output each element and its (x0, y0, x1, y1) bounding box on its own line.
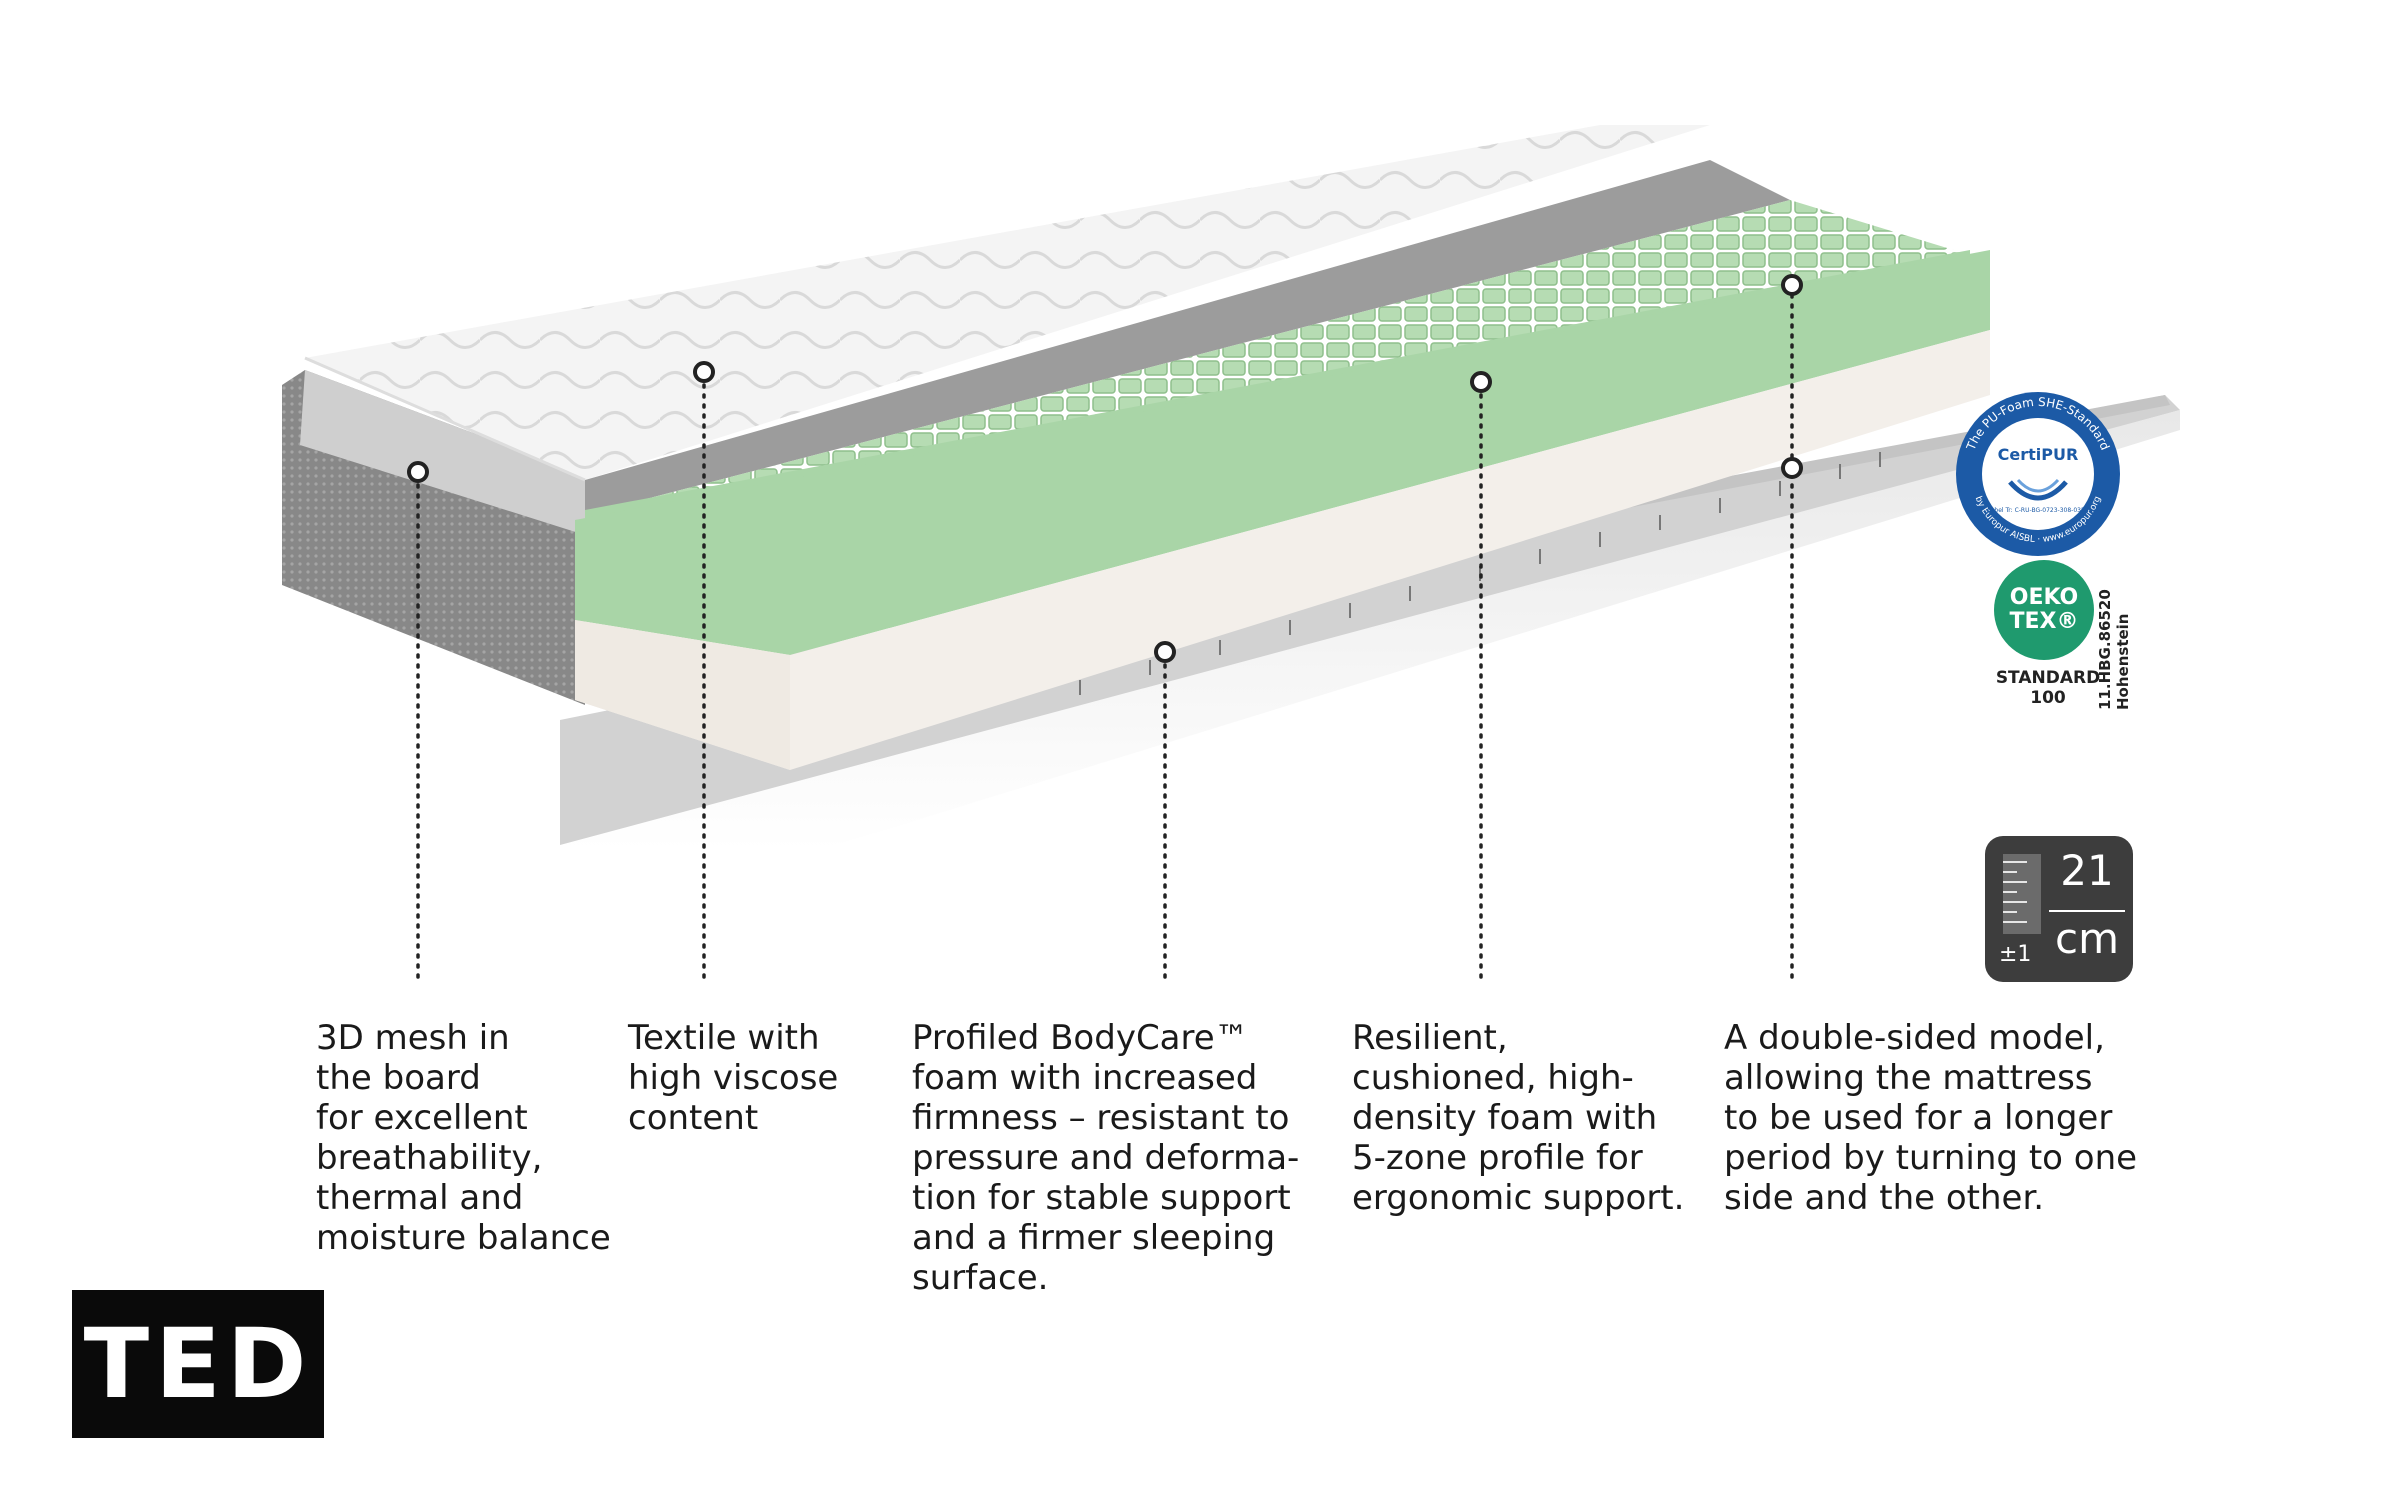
oeko-tex-badge: OEKO TEX® STANDARD 100 11.HBG.86520 Hohe… (1978, 560, 2158, 720)
marker-double-sided-top (1781, 274, 1803, 296)
certipur-seal-icon: The PU-Foam SHE-Standard by Europur AISB… (1956, 392, 2120, 556)
marker-zone-foam (1470, 371, 1492, 393)
floor-shadow (560, 410, 2180, 850)
description-zone-foam: Resilient, cushioned, high- density foam… (1352, 1018, 1685, 1218)
height-divider (2049, 910, 2125, 912)
callout-markers (407, 274, 1803, 663)
description-textile: Textile with high viscose content (628, 1018, 839, 1138)
cover-side-band (300, 370, 585, 535)
bottom-cover (560, 395, 2180, 845)
description-3d-mesh: 3D mesh in the board for excellent breat… (316, 1018, 611, 1258)
description-profiled-foam: Profiled BodyCare™ foam with increased f… (912, 1018, 1300, 1298)
height-unit: cm (2054, 914, 2119, 963)
oeko-line1: OEKO (2009, 585, 2079, 610)
description-double-sided: A double-sided model, allowing the mattr… (1724, 1018, 2138, 1218)
oeko-line2: TEX® (2009, 609, 2079, 634)
ruler-icon (2003, 854, 2041, 934)
zone-notches (1079, 452, 1881, 695)
white-foam-front (575, 620, 790, 770)
marker-double-sided-bottom (1781, 457, 1803, 479)
brand-logo-text: TED (83, 1308, 313, 1420)
svg-text:Label Tr: C-RU-BG-0723-308-035: Label Tr: C-RU-BG-0723-308-0352 (1987, 507, 2088, 514)
brand-logo: TED (72, 1290, 324, 1438)
textile-layer (585, 160, 1790, 515)
marker-textile (693, 361, 715, 383)
oeko-tex-logo: OEKO TEX® (1994, 560, 2094, 660)
certipur-badge: The PU-Foam SHE-Standard by Europur AISB… (1948, 384, 2128, 564)
height-value: 21 (2060, 846, 2114, 895)
callout-lines (416, 293, 1794, 987)
oeko-side-text: 11.HBG.86520 Hohenstein (2096, 589, 2132, 710)
oeko-code: 11.HBG.86520 (2096, 589, 2114, 710)
svg-text:CertiPUR: CertiPUR (1998, 445, 2079, 464)
oeko-standard: STANDARD 100 (1995, 668, 2101, 708)
marker-mesh (407, 461, 429, 483)
quilted-top-pattern (305, 125, 1710, 480)
height-tolerance: ±1 (1999, 942, 2032, 967)
marker-profiled-foam (1154, 641, 1176, 663)
height-badge: 21 cm ±1 (1985, 836, 2133, 982)
green-foam-front-long (575, 250, 1990, 655)
oeko-institute: Hohenstein (2114, 613, 2132, 710)
white-foam-base (575, 330, 1990, 770)
